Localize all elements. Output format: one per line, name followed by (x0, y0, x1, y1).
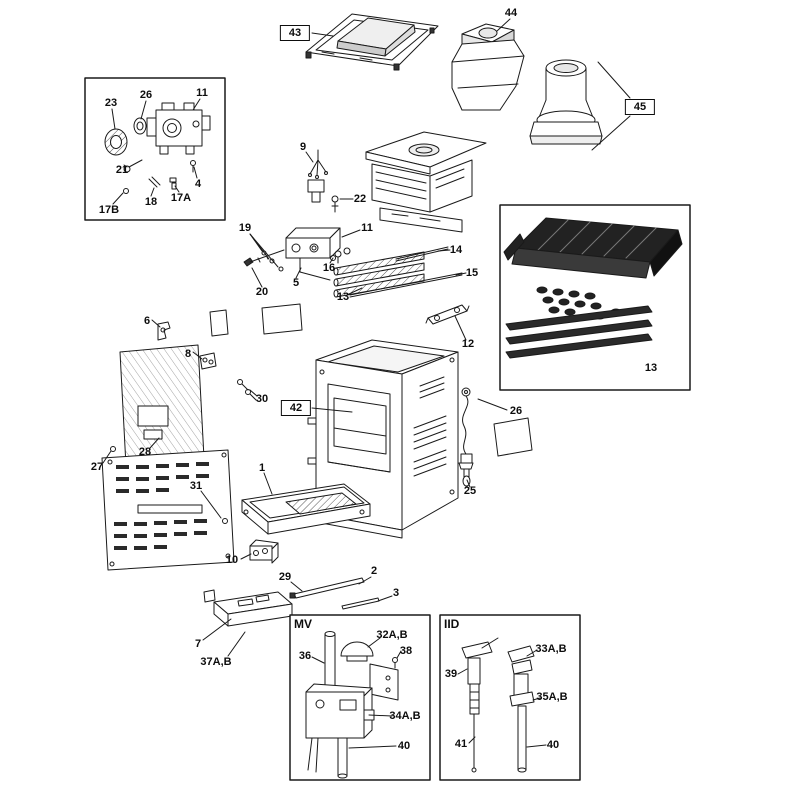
inset-valve-detail (84, 77, 226, 221)
callout-11: 11 (361, 222, 373, 234)
part-rods (289, 577, 380, 610)
callout-7: 7 (194, 638, 202, 650)
callout-25: 25 (463, 485, 477, 497)
part-junction-box-10 (249, 539, 279, 564)
part-heater-top (365, 131, 487, 233)
callout-3: 3 (392, 587, 400, 599)
callout-26: 26 (139, 89, 153, 101)
callout-13: 13 (644, 362, 658, 374)
callout-32ab: 32A,B (376, 629, 408, 641)
callout-40: 40 (397, 740, 411, 752)
callout-20: 20 (255, 286, 269, 298)
inset-title-iid: IID (444, 617, 460, 631)
callout-13: 13 (336, 291, 350, 303)
inset-title-mv: MV (294, 617, 312, 631)
part-clip-8 (199, 352, 217, 370)
callout-42: 42 (280, 400, 312, 416)
callout-43: 43 (279, 25, 311, 41)
callout-8: 8 (184, 348, 192, 360)
part-top-tray-43 (305, 13, 439, 71)
callout-27: 27 (90, 461, 104, 473)
part-bracket-12 (425, 304, 470, 325)
inset-mv (289, 614, 431, 781)
part-vent-cap-45 (529, 59, 631, 151)
callout-39: 39 (444, 668, 458, 680)
part-screws-30 (237, 379, 257, 401)
inset-burner-tray-13 (499, 204, 691, 391)
callout-26: 26 (509, 405, 523, 417)
callout-44: 44 (504, 7, 518, 19)
callout-34ab: 34A,B (389, 710, 421, 722)
callout-16: 16 (322, 262, 336, 274)
inset-iid (439, 614, 581, 781)
callout-29: 29 (278, 571, 292, 583)
callout-22: 22 (353, 193, 367, 205)
callout-11: 11 (196, 87, 208, 99)
callout-18: 18 (144, 196, 158, 208)
callout-15: 15 (465, 267, 479, 279)
callout-45: 45 (624, 99, 656, 115)
callout-21: 21 (115, 164, 129, 176)
callout-23: 23 (104, 97, 118, 109)
callout-12: 12 (461, 338, 475, 350)
callout-40: 40 (546, 739, 560, 751)
part-flue-collector-44 (451, 23, 525, 111)
callout-9: 9 (299, 141, 307, 153)
callout-37ab: 37A,B (200, 656, 232, 668)
callout-35ab: 35A,B (536, 691, 568, 703)
part-pilot-assembly (307, 149, 339, 213)
callout-28: 28 (138, 446, 152, 458)
part-manifold-11 (243, 227, 351, 281)
part-side-plates (209, 303, 303, 337)
callout-10: 10 (225, 554, 239, 566)
callout-6: 6 (143, 315, 151, 327)
callout-14: 14 (449, 244, 463, 256)
callout-36: 36 (298, 650, 312, 662)
part-upper-panel-28 (110, 344, 205, 467)
callout-41: 41 (454, 738, 468, 750)
callout-30: 30 (255, 393, 269, 405)
part-door-panel (101, 449, 235, 571)
callout-17a: 17A (170, 192, 192, 204)
part-sensor-26-25 (458, 387, 533, 487)
callout-19: 19 (238, 222, 252, 234)
callout-5: 5 (292, 277, 300, 289)
callout-38: 38 (399, 645, 413, 657)
part-clip-6 (157, 321, 171, 341)
callout-33ab: 33A,B (535, 643, 567, 655)
part-burners-13 (333, 246, 463, 298)
callout-17b: 17B (98, 204, 120, 216)
callout-1: 1 (258, 462, 266, 474)
leader-lines (102, 18, 547, 749)
part-bottom-bracket-7 (203, 589, 293, 627)
callout-4: 4 (194, 178, 202, 190)
part-base-tray-1 (222, 483, 371, 535)
callout-31: 31 (189, 480, 203, 492)
callout-2: 2 (370, 565, 378, 577)
